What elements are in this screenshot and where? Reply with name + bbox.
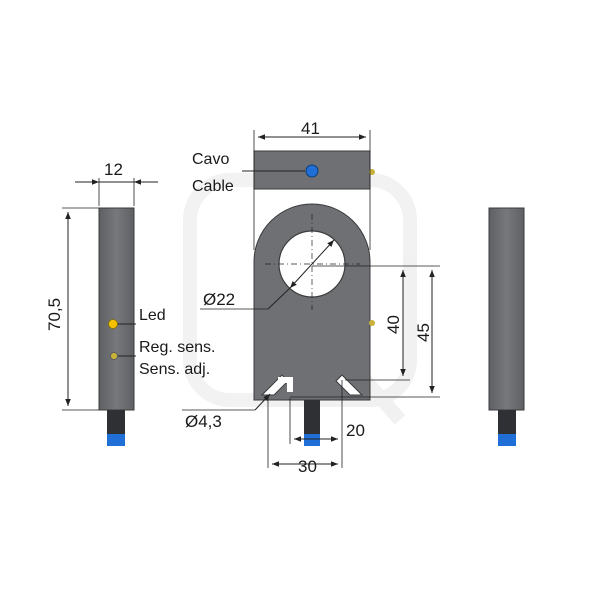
side-cable-tip: [107, 434, 125, 446]
dim-bore-diameter: Ø22: [203, 290, 235, 309]
front-view: [182, 130, 440, 468]
led-label: Led: [139, 307, 166, 324]
led-indicator: [108, 319, 118, 329]
cable-exit-icon: [305, 164, 319, 178]
dim-hole-diameter: Ø4,3: [185, 412, 222, 431]
cable-label-it: Cavo: [192, 151, 229, 168]
right-side-cable-tip: [498, 434, 516, 446]
reg-sens-label: Reg. sens.: [139, 339, 215, 356]
dim-side-width: 12: [104, 160, 123, 179]
mount-slot-right: [335, 374, 364, 396]
sensitivity-adjust-screw: [110, 352, 118, 360]
dim-45: 45: [414, 323, 433, 342]
right-side-cable: [498, 410, 516, 434]
dim-40: 40: [384, 315, 403, 334]
dim-30: 30: [298, 457, 317, 476]
side-body: [98, 207, 135, 411]
side-view-left: [62, 178, 158, 446]
dim-top-width: 41: [301, 119, 320, 138]
front-cable: [304, 400, 320, 434]
front-cable-tip: [304, 434, 320, 446]
cable-label-en: Cable: [192, 178, 234, 195]
side-cable: [107, 410, 125, 434]
dim-20: 20: [346, 421, 365, 440]
right-side-body: [488, 207, 525, 411]
side-view-right: [488, 207, 525, 446]
dim-side-height: 70,5: [45, 298, 64, 331]
sens-adj-label: Sens. adj.: [139, 361, 210, 378]
